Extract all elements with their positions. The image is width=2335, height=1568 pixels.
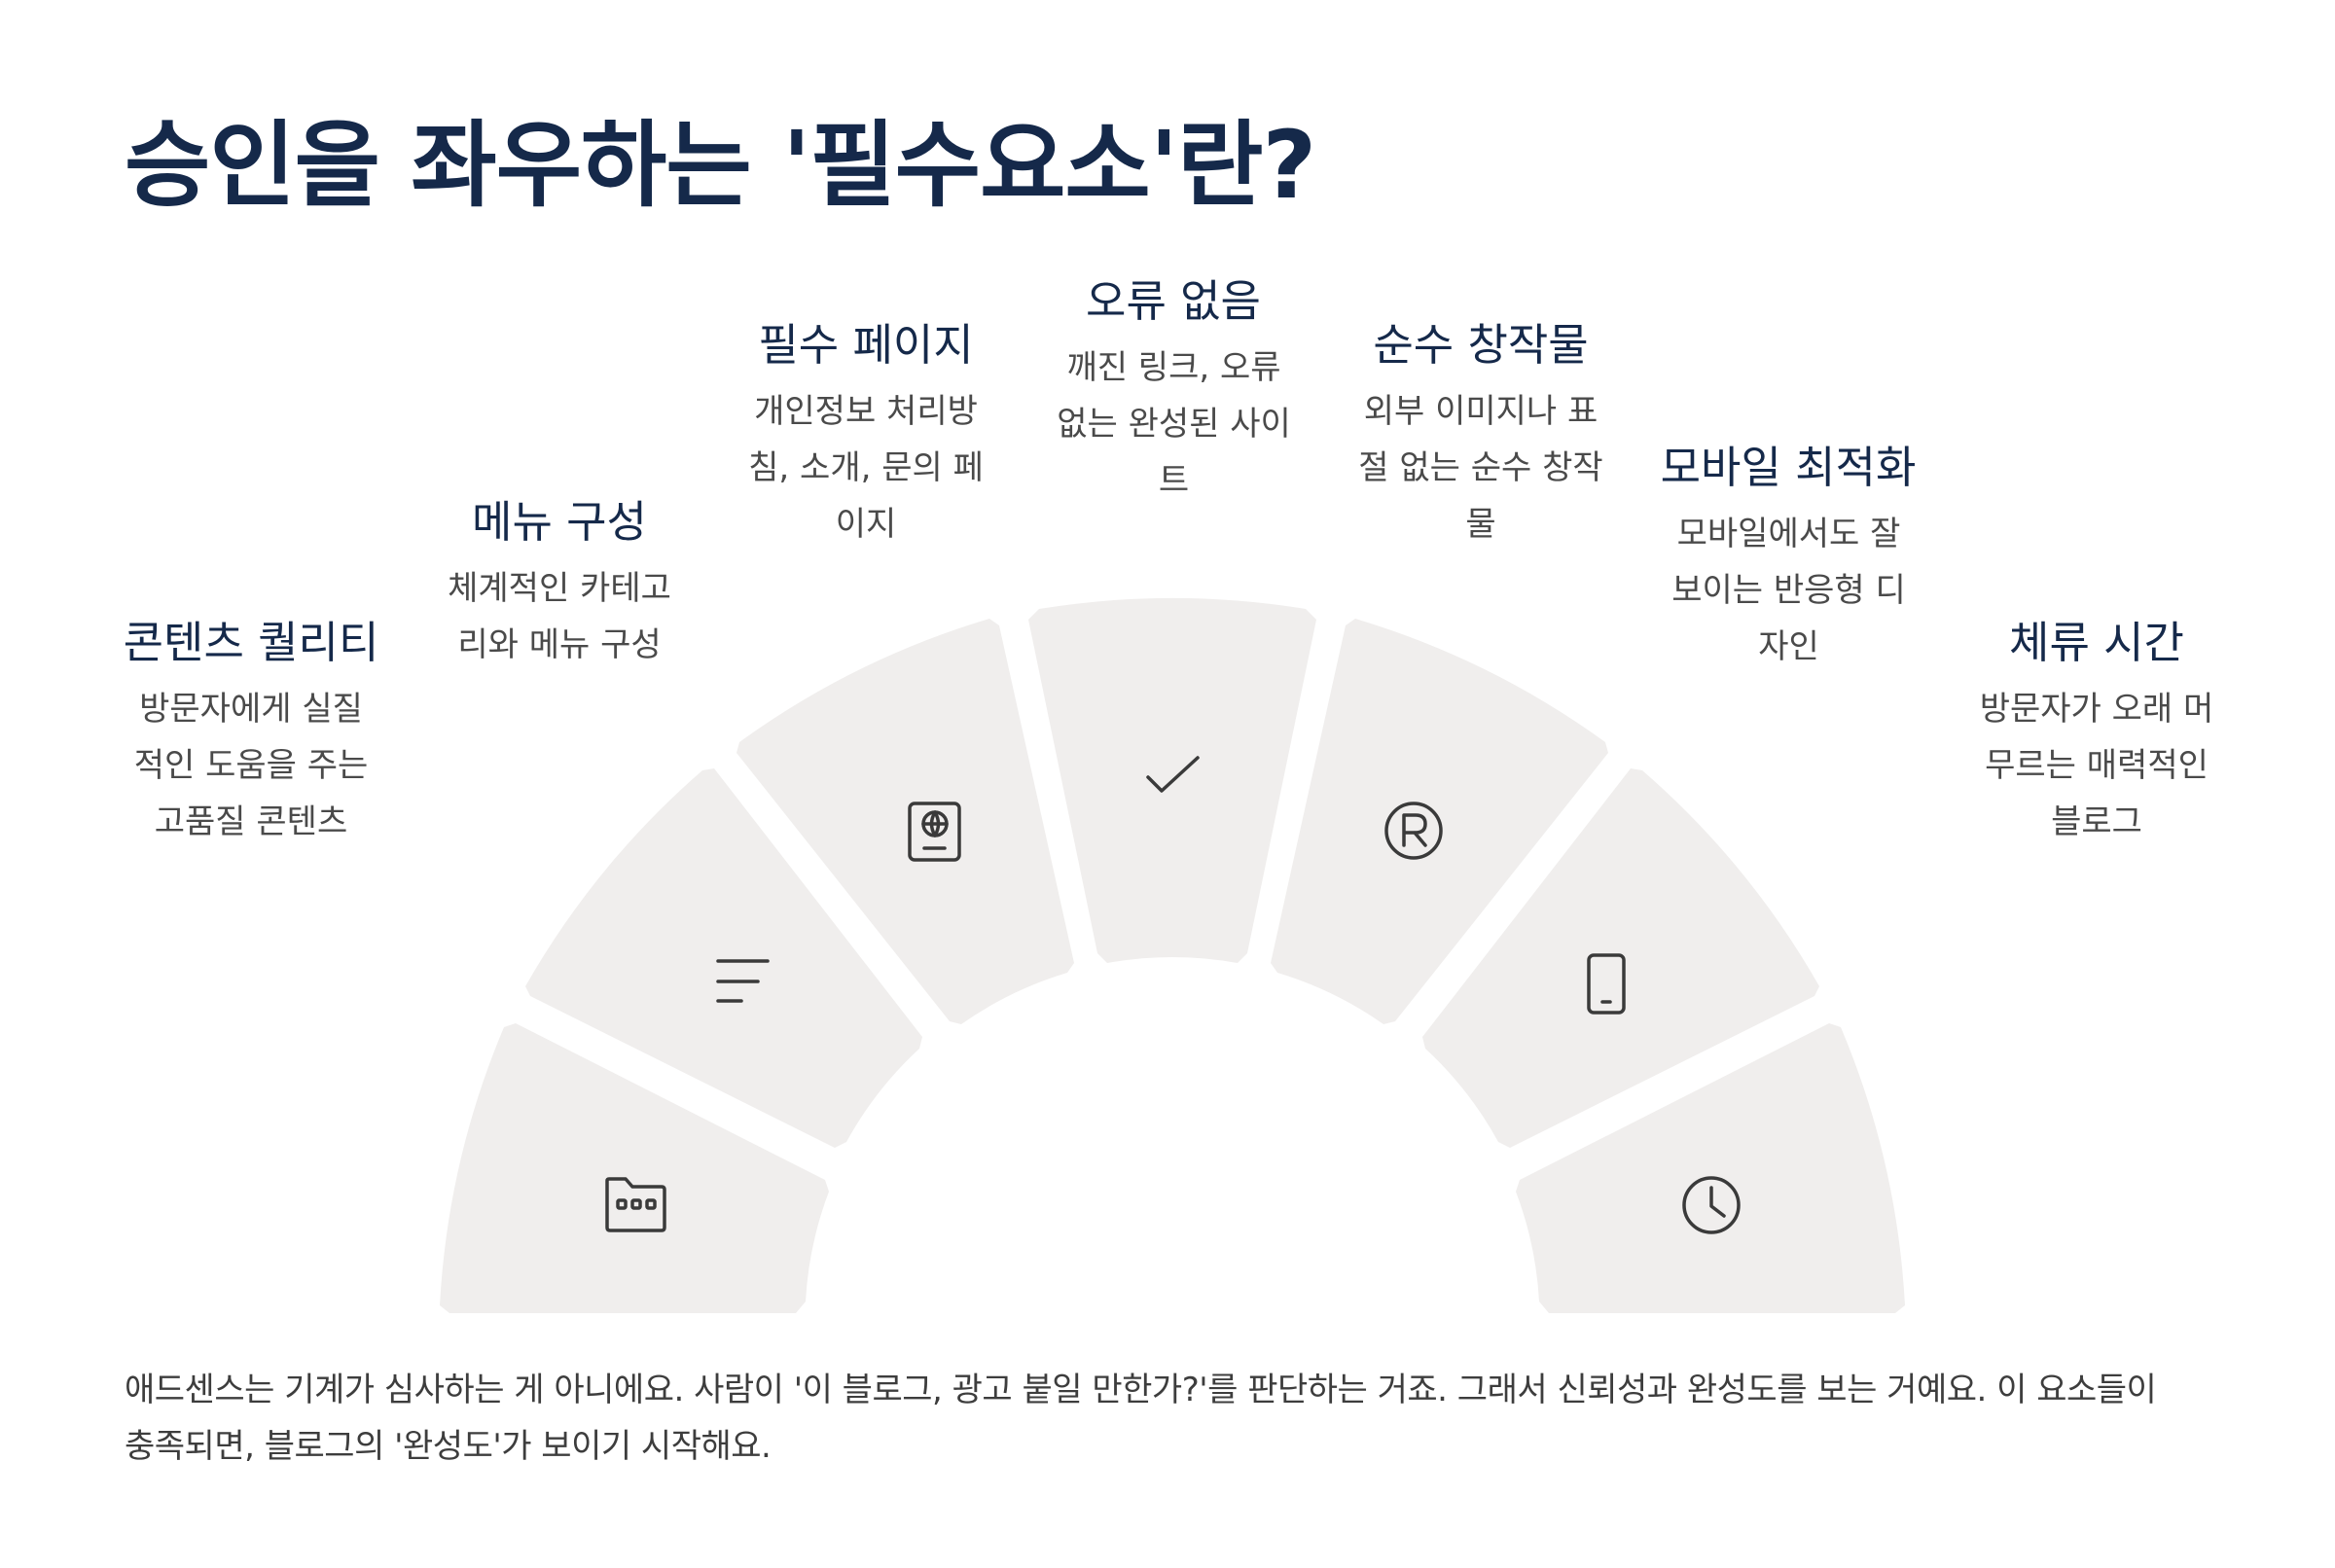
segment-dwell-time: [1516, 1023, 1905, 1313]
label-mobile: 모바일 최적화 모바일에서도 잘 보이는 반응형 디자인: [1647, 440, 1929, 675]
mobile-icon: [1587, 953, 1626, 1015]
label-title: 체류 시간: [2009, 617, 2184, 668]
label-menu: 메뉴 구성 체계적인 카테고리와 메뉴 구성: [418, 494, 700, 673]
label-desc: 모바일에서도 잘 보이는 반응형 디자인: [1671, 515, 1906, 666]
label-required-pages: 필수 페이지 개인정보 처리방침, 소개, 문의 페이지: [725, 317, 1007, 552]
segment-mobile: [1422, 768, 1819, 1148]
label-original: 순수 창작물 외부 이미지나 표절 없는 순수 창작물: [1340, 317, 1622, 552]
label-no-errors: 오류 없음 깨진 링크, 오류 없는 완성된 사이트: [1032, 273, 1314, 509]
checkmark-icon: [1146, 756, 1200, 793]
label-title: 순수 창작물: [1373, 319, 1589, 371]
label-title: 메뉴 구성: [472, 496, 647, 548]
segment-content-quality: [440, 1023, 829, 1313]
label-content-quality: 콘텐츠 퀄리티 방문자에게 실질적인 도움을 주는 고품질 콘텐츠: [110, 615, 392, 850]
label-desc: 외부 이미지나 표절 없는 순수 창작물: [1358, 392, 1603, 544]
label-title: 필수 페이지: [758, 319, 974, 371]
segment-menu: [525, 768, 922, 1148]
label-title: 콘텐츠 퀄리티: [123, 617, 379, 668]
registered-icon: [1384, 802, 1443, 860]
label-desc: 방문자에게 실질적인 도움을 주는 고품질 콘텐츠: [133, 690, 369, 841]
clock-icon: [1682, 1176, 1741, 1234]
folder-icon: [605, 1177, 666, 1232]
label-desc: 개인정보 처리방침, 소개, 문의 페이지: [748, 392, 984, 544]
menu-lines-icon: [716, 959, 770, 1003]
page-title: 승인을 좌우하는 '필수요소'란?: [125, 111, 1316, 220]
segment-required-pages: [736, 619, 1074, 1024]
footer-description: 애드센스는 기계가 심사하는 게 아니에요. 사람이 '이 블로그, 광고 붙일…: [125, 1371, 2157, 1466]
label-desc: 깨진 링크, 오류 없는 완성된 사이트: [1057, 348, 1291, 500]
label-title: 모바일 최적화: [1660, 442, 1917, 493]
label-dwell-time: 체류 시간 방문자가 오래 머무르는 매력적인 블로그: [1956, 615, 2238, 850]
label-desc: 체계적인 카테고리와 메뉴 구성: [448, 569, 671, 664]
label-title: 오류 없음: [1086, 275, 1261, 327]
label-desc: 방문자가 오래 머무르는 매력적인 블로그: [1979, 690, 2214, 841]
passport-icon: [908, 802, 961, 862]
